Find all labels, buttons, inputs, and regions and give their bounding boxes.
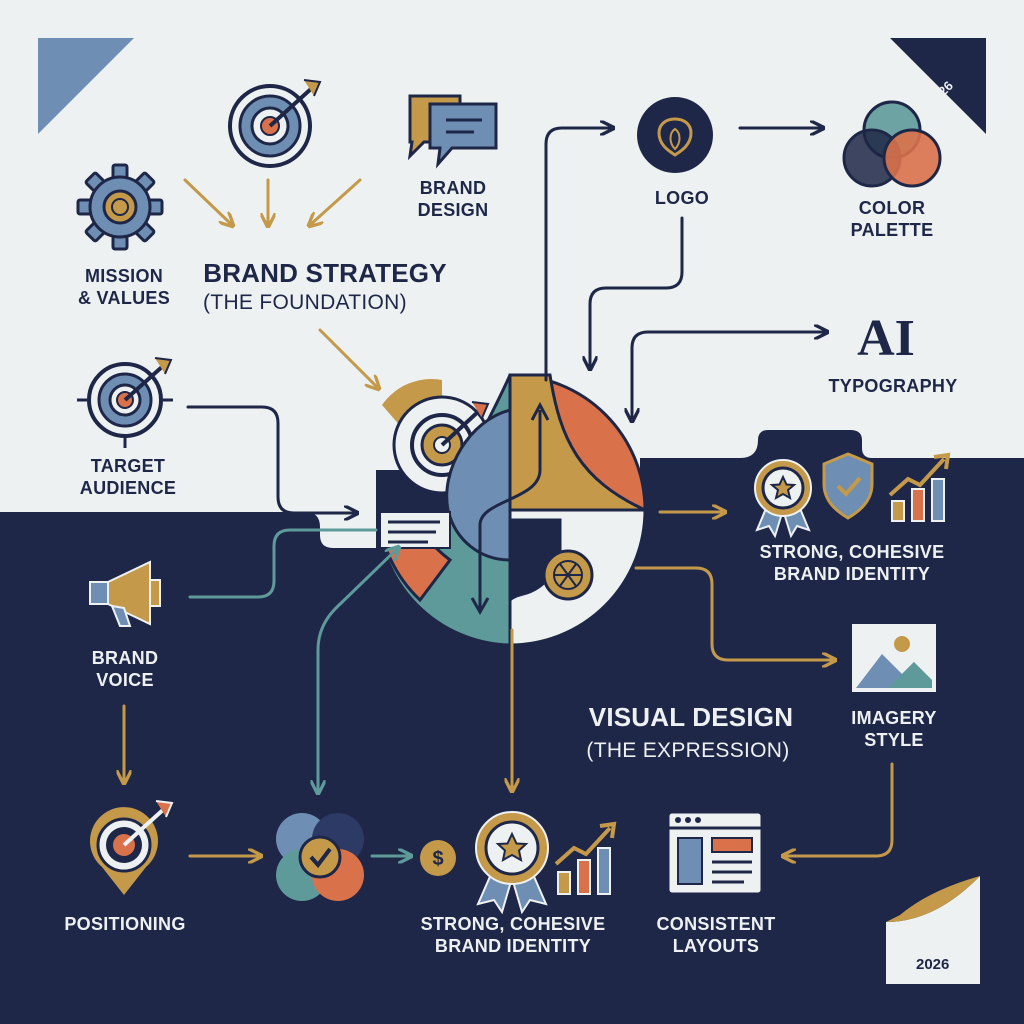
megaphone-icon xyxy=(89,560,161,627)
page-curl-gold xyxy=(886,876,980,922)
speech-bubbles-icon xyxy=(407,94,498,169)
arrow-hub-typography xyxy=(632,332,826,420)
label-identity-bottom: STRONG, COHESIVE BRAND IDENTITY xyxy=(420,914,606,956)
arrow-imagery-layouts xyxy=(784,762,894,856)
growth-chart-icon-bottom xyxy=(554,821,617,895)
year-badge-bottom: 2026 xyxy=(916,956,950,973)
page-curl-bg xyxy=(886,876,980,984)
target-icon-top xyxy=(228,79,322,168)
hub-gold-arc xyxy=(382,379,442,428)
gear-icon xyxy=(76,163,164,251)
visual-design-subtitle: (THE EXPRESSION) xyxy=(586,739,790,762)
arrow-mission-strategy xyxy=(183,178,232,225)
visual-design-title: VISUAL DESIGN xyxy=(588,702,794,732)
arrow-design-strategy xyxy=(310,178,362,225)
label-imagery-style: IMAGERY STYLE xyxy=(851,708,937,750)
arrow-audience-hub xyxy=(186,405,356,513)
brand-strategy-title: BRAND STRATEGY xyxy=(203,258,447,288)
arrow-hub-logo xyxy=(544,128,612,382)
shield-check-icon xyxy=(822,452,874,520)
label-color-palette: COLOR PALETTE xyxy=(850,198,934,240)
arrow-voice-hub xyxy=(188,528,378,599)
corner-triangle-top-left xyxy=(38,38,134,134)
label-brand-voice: BRAND VOICE xyxy=(91,648,159,690)
wheel-icon xyxy=(542,549,594,601)
brand-strategy-subtitle: (THE FOUNDATION) xyxy=(203,291,407,314)
award-badge-icon-bottom xyxy=(475,811,549,915)
arrow-logo-hub xyxy=(590,216,684,368)
logo-icon xyxy=(637,97,713,173)
label-identity-right: STRONG, COHESIVE BRAND IDENTITY xyxy=(759,542,945,584)
central-hub xyxy=(376,373,647,647)
label-mission-values: MISSION & VALUES xyxy=(77,266,171,308)
corner-triangle-top-right xyxy=(890,38,986,134)
dollar-coin-icon: $ xyxy=(420,840,456,876)
arrow-hub-imagery xyxy=(634,566,834,660)
label-target-audience: TARGET AUDIENCE xyxy=(79,456,177,498)
label-brand-design: BRAND DESIGN xyxy=(417,178,489,220)
color-palette-icon xyxy=(842,100,942,188)
map-pin-target-icon xyxy=(90,800,174,895)
target-icon-audience xyxy=(77,357,173,448)
currency-symbol: $ xyxy=(432,848,443,870)
image-landscape-icon xyxy=(852,624,936,692)
arrow-hub-alignment xyxy=(318,548,398,792)
arrow-strategy-hub xyxy=(318,328,378,388)
venn-check-icon xyxy=(276,813,364,901)
label-logo: LOGO xyxy=(654,188,710,208)
label-typography: TYPOGRAPHY xyxy=(828,376,958,396)
growth-chart-icon-right xyxy=(888,452,951,522)
award-badge-icon-right xyxy=(754,459,812,539)
browser-layout-icon xyxy=(666,810,764,896)
typography-glyph: AI xyxy=(857,310,915,367)
label-consistent-layouts: CONSISTENT LAYOUTS xyxy=(656,914,776,956)
label-positioning: POSITIONING xyxy=(64,914,186,934)
